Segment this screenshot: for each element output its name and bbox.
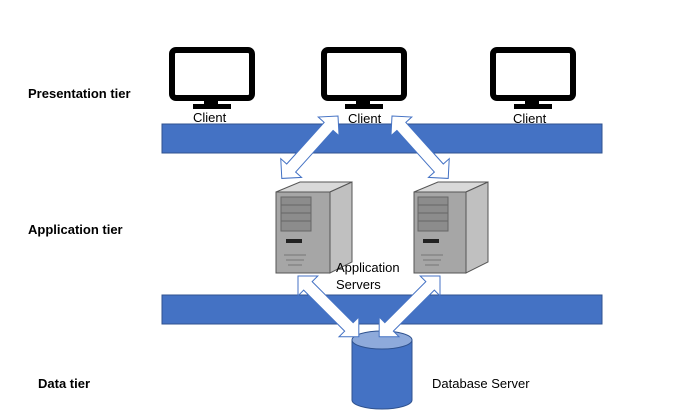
application-server-icon-2 — [413, 181, 489, 274]
application-servers-label-line2: Servers — [336, 277, 381, 292]
bidirectional-arrow-server-to-database-2 — [378, 275, 441, 338]
client-label-1: Client — [193, 110, 227, 125]
data-tier-label: Data tier — [38, 376, 91, 391]
database-cylinder-icon — [351, 330, 413, 410]
presentation-tier-label: Presentation tier — [28, 86, 131, 101]
client-monitor-icon-2 — [321, 47, 407, 109]
client-label-3: Client — [513, 111, 547, 126]
application-server-icon-1 — [275, 181, 353, 274]
client-monitor-icon-3 — [490, 47, 576, 109]
client-monitor-icon-1 — [169, 47, 255, 109]
bidirectional-arrow-server-to-database-1 — [297, 275, 360, 338]
bidirectional-arrow-client-to-server-2 — [390, 115, 450, 179]
bidirectional-arrow-client-to-server-1 — [280, 115, 340, 179]
database-server-label: Database Server — [432, 376, 530, 391]
client-label-2: Client — [348, 111, 382, 126]
application-servers-label-line1: Application — [336, 260, 400, 275]
presentation-network-bar — [161, 123, 603, 154]
application-tier-label: Application tier — [28, 222, 123, 237]
